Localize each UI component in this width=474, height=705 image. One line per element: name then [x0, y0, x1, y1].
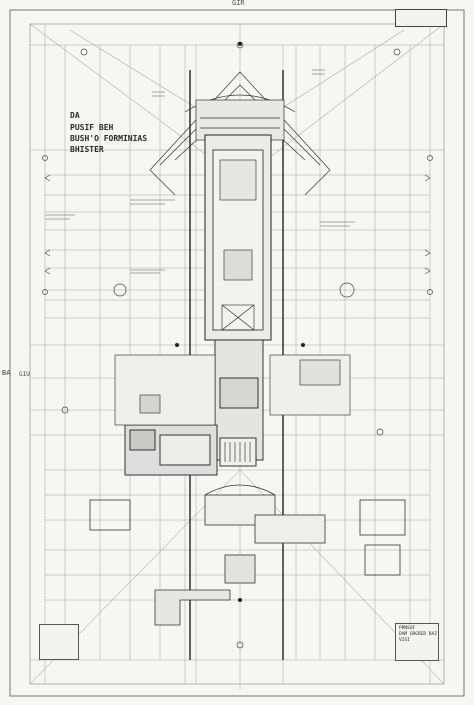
- outer-frame: [9, 9, 465, 697]
- title-line-1: DA: [70, 111, 80, 120]
- stamp-line-2: DAM GRGRER DAZ: [399, 632, 437, 637]
- stamp-line-3: VISI: [399, 638, 410, 643]
- grid-mark: GIU: [19, 371, 30, 378]
- lower-structure: [89, 484, 406, 626]
- title-line-4: BHISTER: [70, 145, 104, 154]
- title-block: [395, 9, 447, 27]
- side-label: BA: [2, 369, 11, 377]
- sheet-reference: GIR: [232, 0, 245, 7]
- title-line-3: BUSH'O FORMINIAS: [70, 134, 148, 143]
- machinery-block: [114, 339, 351, 476]
- legend-box: [39, 624, 79, 660]
- inner-frame: [29, 23, 445, 685]
- circle-markers: [42, 41, 433, 649]
- title-stamp: PRNSOF DAM GRGRER DAZ VISI: [395, 623, 439, 661]
- main-tower: [204, 134, 272, 341]
- crown-ornament: [149, 71, 331, 196]
- dot-markers: [175, 42, 305, 602]
- arrow-heads: [44, 174, 431, 275]
- stamp-line-1: PRNSOF: [399, 626, 416, 631]
- dimension-ticks: [45, 69, 355, 274]
- title-line-2: PUSIF BEH: [70, 123, 114, 132]
